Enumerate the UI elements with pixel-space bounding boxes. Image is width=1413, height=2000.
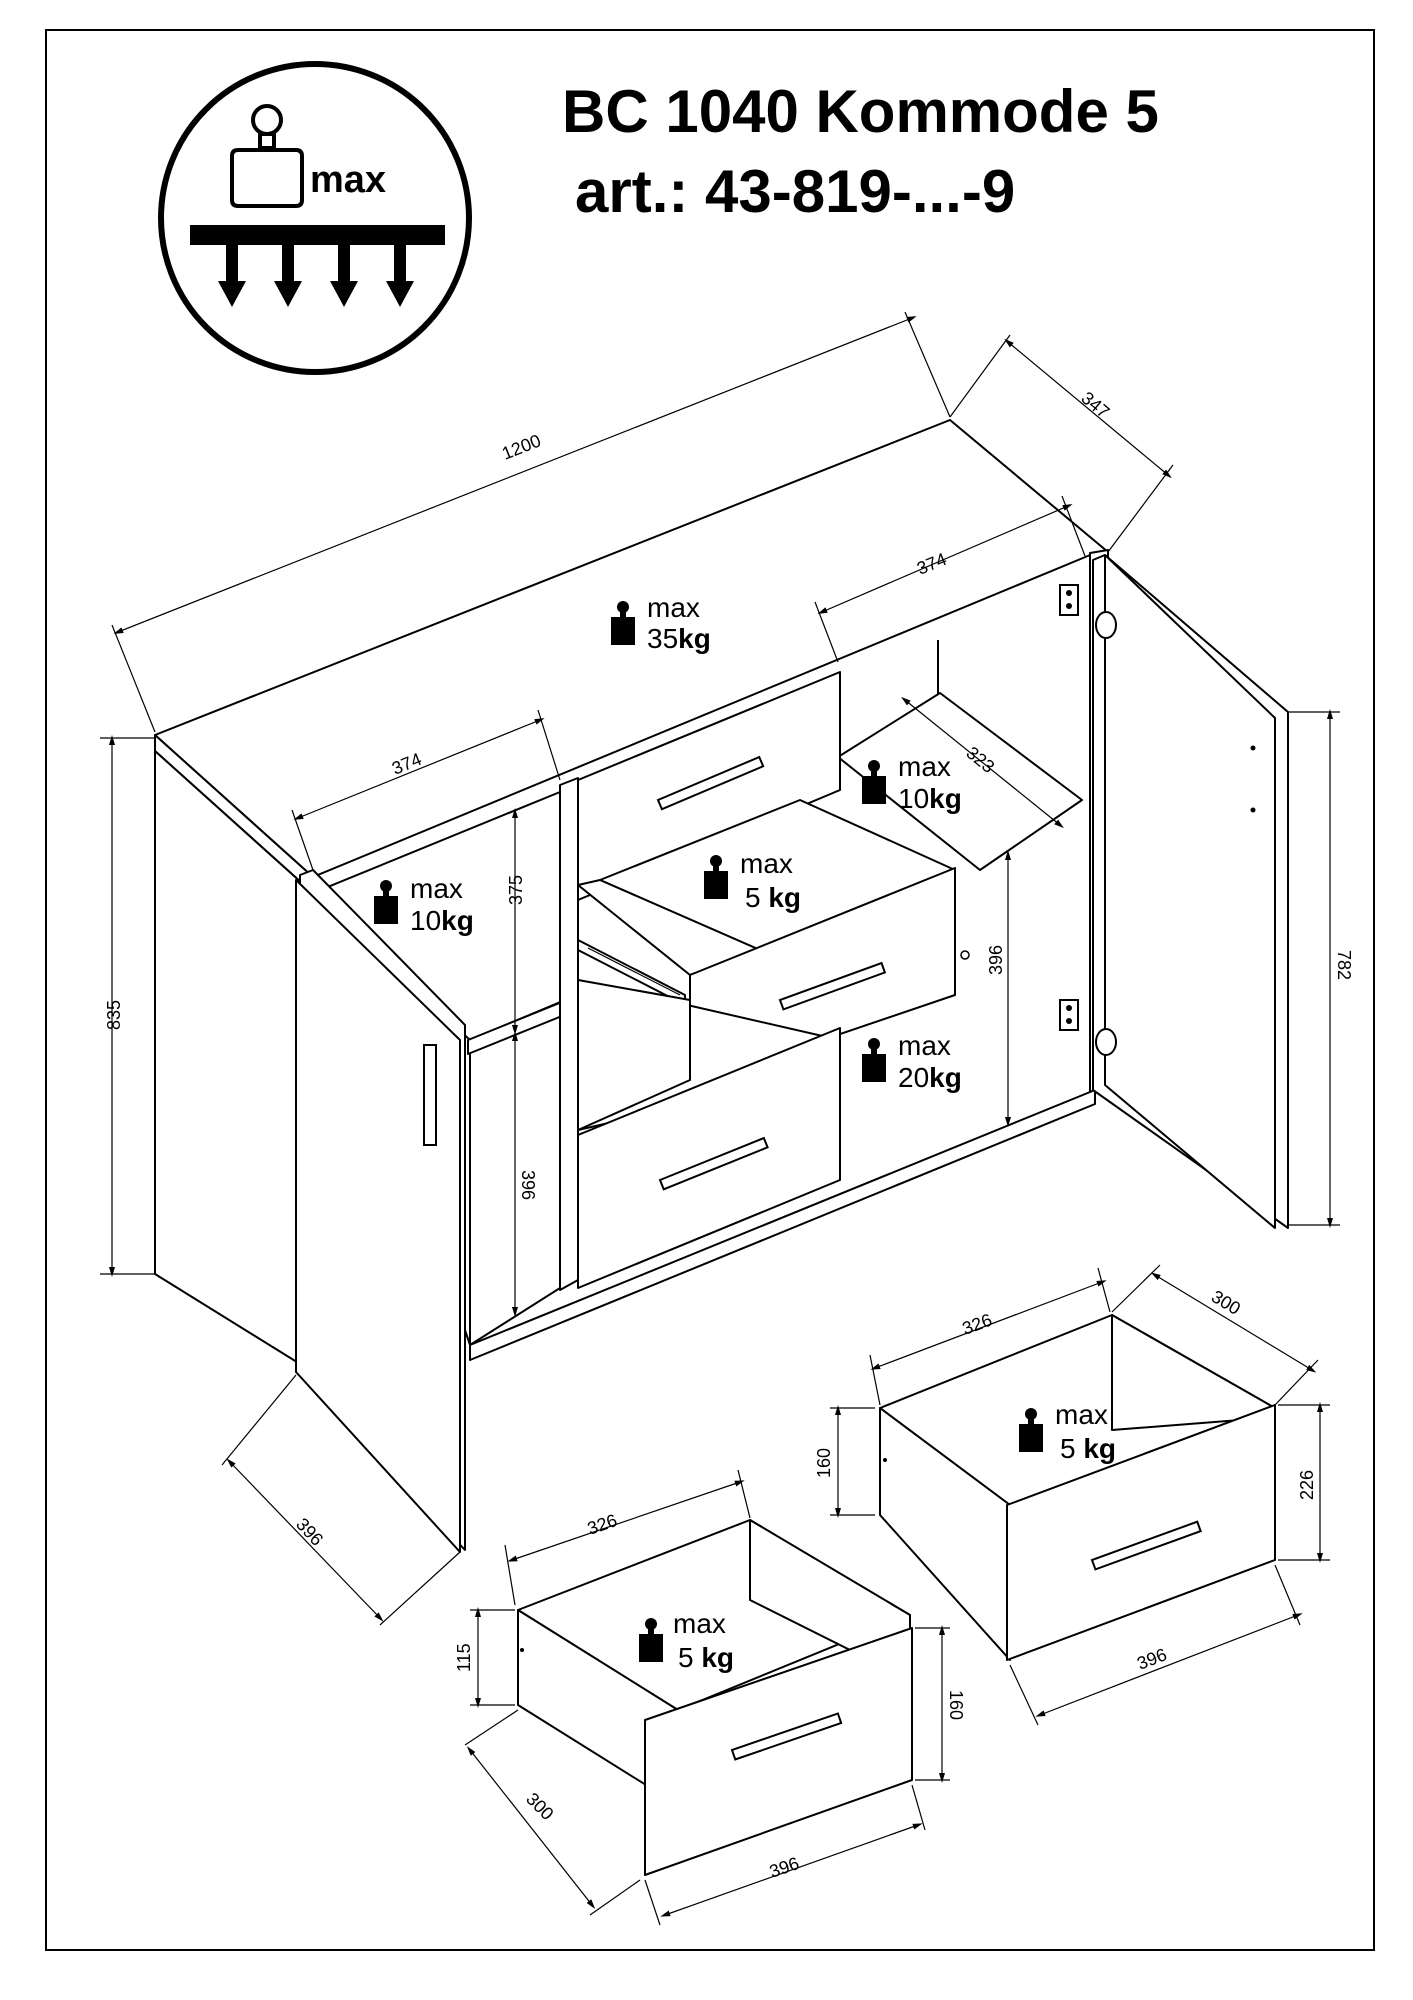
dim-depth: 347 <box>1077 388 1113 423</box>
small-drawer-front-height: 160 <box>946 1690 966 1720</box>
load-label-drawer-large: max 5 kg <box>1019 1399 1116 1464</box>
small-drawer-front <box>644 1627 913 1876</box>
drawer-bottom-handle <box>658 1136 769 1191</box>
dim-height: 835 <box>104 1000 124 1030</box>
large-drawer-side-height: 160 <box>814 1448 834 1478</box>
max-load-badge: max <box>158 61 472 375</box>
product-title: BC 1040 Kommode 5 <box>562 78 1159 145</box>
dim-door-height: 782 <box>1334 950 1354 980</box>
small-drawer-depth: 300 <box>522 1789 557 1824</box>
drawer-open-handle <box>778 961 887 1011</box>
small-drawer-handle <box>730 1712 843 1761</box>
dim-width: 1200 <box>499 430 544 463</box>
article-number: art.: 43-819-...-9 <box>575 158 1015 225</box>
large-drawer-handle <box>1090 1520 1202 1571</box>
large-drawer-front-height: 226 <box>1297 1470 1317 1500</box>
right-door <box>1104 554 1276 1229</box>
large-drawer-side <box>879 1407 1011 1661</box>
svg-text:10kg: 10kg <box>898 783 962 814</box>
large-drawer-front <box>1006 1404 1276 1661</box>
dim-right-height: 396 <box>986 945 1006 975</box>
load-label-shelf-right: max 10kg <box>862 751 962 814</box>
svg-text:10kg: 10kg <box>410 905 474 936</box>
left-door-handle <box>423 1044 437 1146</box>
svg-text:max: max <box>898 751 951 782</box>
drawer-bottom-front <box>577 1027 841 1289</box>
load-label-top: max 35kg <box>611 592 711 654</box>
svg-text:max: max <box>647 592 700 623</box>
small-drawer-side-height: 115 <box>454 1643 474 1672</box>
small-drawer-front-width: 396 <box>767 1853 802 1882</box>
badge-circle <box>158 61 472 375</box>
large-drawer-drawing: 326 300 160 226 396 <box>814 1264 1330 1726</box>
large-drawer-depth: 300 <box>1208 1286 1244 1319</box>
svg-text:max: max <box>740 848 793 879</box>
svg-text:5 kg: 5 kg <box>678 1642 734 1673</box>
svg-text:5 kg: 5 kg <box>1060 1433 1116 1464</box>
svg-text:max: max <box>410 873 463 904</box>
badge-text: max <box>310 159 386 201</box>
svg-text:max: max <box>1055 1399 1108 1430</box>
load-label-drawer-small: max 5 kg <box>639 1608 734 1673</box>
svg-text:20kg: 20kg <box>898 1062 962 1093</box>
drawer-top-handle <box>656 755 765 811</box>
large-drawer-width: 326 <box>960 1310 995 1339</box>
large-drawer-front-width: 396 <box>1134 1644 1169 1673</box>
dim-upper-left-height: 375 <box>506 875 526 905</box>
small-drawer-width: 326 <box>585 1510 620 1539</box>
svg-text:max: max <box>673 1608 726 1639</box>
page-border <box>45 29 1375 1951</box>
svg-text:max: max <box>898 1030 951 1061</box>
weight-load-icon <box>190 104 445 307</box>
svg-text:35kg: 35kg <box>647 623 711 654</box>
load-label-shelf-left: max 10kg <box>374 873 474 936</box>
svg-text:5 kg: 5 kg <box>745 882 801 913</box>
hinge-bottom <box>1059 999 1117 1056</box>
small-drawer-drawing: 326 115 160 300 396 <box>454 1469 966 1926</box>
load-label-bottom-right: max 20kg <box>862 1030 962 1093</box>
dim-door-width: 396 <box>292 1514 327 1550</box>
dim-lower-left-height: 396 <box>518 1170 538 1200</box>
load-label-drawer-open: max 5 kg <box>704 848 801 913</box>
